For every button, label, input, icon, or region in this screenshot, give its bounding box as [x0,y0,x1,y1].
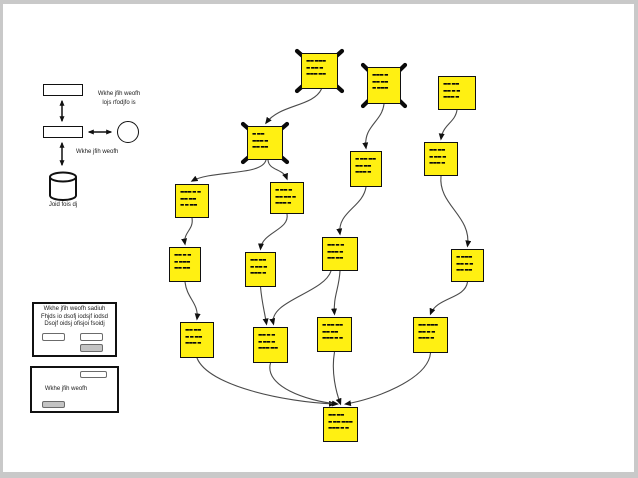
note-text-line: ▬ ▬▬ ▬ [306,65,323,71]
legend-circle [117,121,139,143]
legend-flow-label-mid: Wkhe jfih weofh [76,149,119,155]
note-text-line: ▬ ▬▬ ▬▬▬ [328,419,353,425]
legend-box1-chip-gray [80,344,103,352]
note-text-line: ▬ ▬▬▬ [372,86,388,91]
note-text-line: ▬▬▬ ▬ [429,161,445,166]
note-text-line: ▬▬ ▬▬ [372,79,388,85]
note-text-line: ▬▬ ▬▬▬ [418,323,438,328]
note-text-line: ▬ ▬ ▬▬ [180,203,197,208]
note-text-line: ▬ ▬▬ ▬ [275,188,292,193]
sticky-note-crossed[interactable]: ▬▬▬ ▬▬▬ ▬▬▬ ▬▬▬ [367,67,401,104]
note-text-line: ▬▬▬ ▬▬ [258,346,278,351]
legend-box1-chip-right [80,333,103,341]
legend-box1-line2: Fhjds io dsofj iodsjf iodsd [40,313,109,320]
sticky-note[interactable]: ▬ ▬▬▬▬▬ ▬ ▬▬▬ ▬▬ [451,249,484,282]
note-text-line: ▬ ▬▬▬ [456,255,472,260]
sticky-note[interactable]: ▬▬ ▬▬▬▬▬ ▬ ▬▬▬▬ ▬ [413,317,448,353]
note-text-line: ▬▬ ▬▬ [443,82,459,87]
note-text-line: ▬▬ ▬ ▬ [418,329,435,335]
legend-box2-chip-top [80,371,107,378]
note-text-line: ▬▬▬ ▬ [275,201,291,206]
sticky-note-crossed[interactable]: ▬▬ ▬▬▬▬ ▬▬ ▬▬▬▬ ▬▬ [301,53,338,89]
note-text-line: ▬▬ ▬ ▬ [174,253,191,258]
legend-box1-line3: Dsojf oidsj ofisjoi fsoidj [44,321,105,327]
sticky-note[interactable]: ▬▬ ▬▬▬ ▬▬ ▬▬▬▬ ▬ [245,252,276,287]
note-text-line: ▬▬ ▬ ▬ [443,88,460,94]
legend-box1-chip-left [42,333,65,341]
sticky-note[interactable]: ▬ ▬▬ ▬▬▬▬ ▬▬▬▬▬ ▬ [350,151,382,187]
note-text-line: ▬▬ ▬▬ [328,413,344,418]
legend-flow-label-line2: lojs rfodjfo is [102,100,136,106]
note-text-line: ▬▬ ▬▬ [250,258,266,263]
note-text-line: ▬▬ ▬▬ [355,163,371,169]
sticky-note[interactable]: ▬ ▬▬ ▬▬▬▬ ▬▬▬▬▬ ▬ ▬ [317,317,352,352]
sticky-note[interactable]: ▬▬▬ ▬ ▬▬▬ ▬▬▬ ▬ ▬▬ [175,184,209,218]
note-text-line: ▬▬ ▬▬ ▬ [275,194,296,200]
sticky-note[interactable]: ▬▬ ▬ ▬▬ ▬▬ ▬▬▬▬ ▬▬ [253,327,288,363]
note-text-line: ▬▬ ▬ ▬ [456,261,473,267]
note-text-line: ▬▬ ▬▬ [327,256,343,261]
note-text-line: ▬▬ ▬ ▬ [258,333,275,338]
note-text-line: ▬▬ ▬▬ [429,148,445,153]
sticky-note[interactable]: ▬▬ ▬▬▬▬ ▬ ▬▬▬▬ ▬ [438,76,476,110]
note-text-line: ▬▬ ▬▬ [456,268,472,273]
note-text-line: ▬▬ ▬▬ [252,145,268,150]
note-text-line: ▬ ▬▬▬ [174,259,190,265]
legend-rect-top [43,84,83,96]
note-text-line: ▬ ▬▬ ▬▬ [355,157,376,162]
sticky-note[interactable]: ▬▬ ▬ ▬▬▬▬ ▬▬▬ ▬▬ [322,237,358,271]
sticky-note[interactable]: ▬ ▬▬ ▬▬▬ ▬▬ ▬▬▬▬ ▬ [270,182,304,214]
note-text-line: ▬▬ ▬▬ [174,266,190,271]
note-text-line: ▬ ▬▬ [252,132,265,137]
note-text-line: ▬▬▬ ▬ [250,271,266,276]
note-text-line: ▬▬ ▬▬ [185,328,201,333]
note-text-line: ▬ ▬▬ ▬ [258,339,275,345]
sticky-note[interactable]: ▬▬ ▬▬▬ ▬ ▬▬▬▬▬ ▬ [180,322,214,358]
sticky-note[interactable]: ▬▬ ▬ ▬▬ ▬▬▬▬▬ ▬▬ [169,247,201,282]
note-text-line: ▬▬▬ ▬ [327,249,343,255]
note-text-line: ▬ ▬▬ ▬ [429,154,446,160]
note-text-line: ▬▬▬ ▬ ▬ [180,190,201,195]
legend-box1-line1: Wkhe jfih weofh sadiuh [43,306,106,312]
note-text-line: ▬ ▬ ▬▬ [185,334,202,340]
note-text-line: ▬▬▬ ▬ ▬ [322,336,343,341]
sticky-note[interactable]: ▬▬ ▬▬▬ ▬▬ ▬▬▬▬ ▬ [424,142,458,176]
note-text-line: ▬ ▬▬ ▬ [250,264,267,270]
note-text-line: ▬▬ ▬▬ [322,329,338,335]
note-text-line: ▬▬▬ ▬ [418,336,434,341]
note-text-line: ▬▬▬ ▬ [355,170,371,175]
note-text-line: ▬▬▬ ▬ [372,73,388,78]
note-text-line: ▬▬▬ ▬ [185,341,201,346]
legend-flow-label-line1: Wkhe jfih weofh [97,91,141,97]
note-text-line: ▬▬▬ ▬ ▬ [328,426,349,431]
note-text-line: ▬▬▬ ▬ [252,138,268,144]
legend-box2-label: Wkhe jfih weofh [44,386,88,392]
legend-database-label: Joid fois dj [48,202,78,208]
sticky-note[interactable]: ▬▬ ▬▬▬ ▬▬ ▬▬▬▬▬▬ ▬ ▬ [323,407,358,442]
note-text-line: ▬▬▬ ▬▬ [306,72,326,77]
note-text-line: ▬▬▬ ▬ [443,95,459,100]
legend-rect-mid [43,126,83,138]
legend-box2-chip-gray [42,401,65,408]
note-text-line: ▬▬ ▬ ▬ [327,243,344,248]
sticky-note-crossed[interactable]: ▬ ▬▬▬▬▬ ▬▬▬ ▬▬ [247,126,283,160]
note-text-line: ▬▬ ▬▬ [180,196,196,202]
note-text-line: ▬▬ ▬▬▬ [306,59,326,64]
note-text-line: ▬ ▬▬ ▬▬ [322,323,343,328]
